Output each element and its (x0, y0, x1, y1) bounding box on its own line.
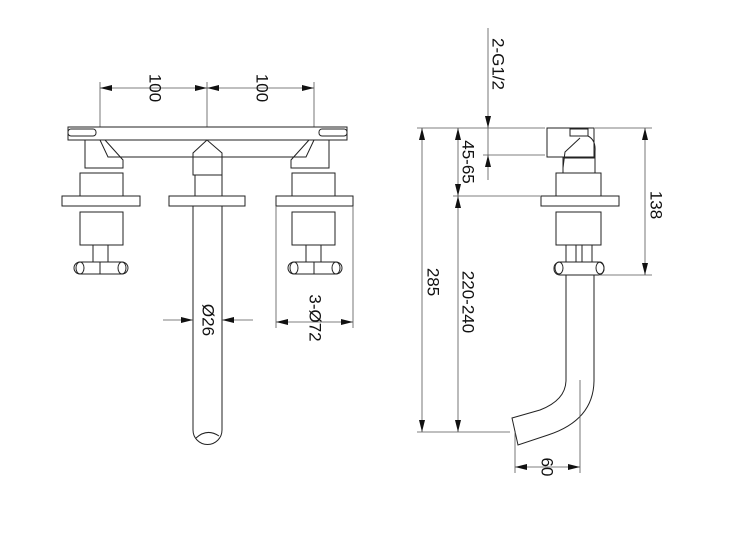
spout-diameter-dimension: Ø26 (163, 304, 253, 336)
left-handle-valve (61, 172, 141, 275)
dim-left-spacing: 100 (146, 74, 165, 102)
spout-front (168, 195, 246, 445)
dim-handle-height: 138 (647, 191, 666, 219)
wall-depth-dimension: 45-65 (455, 128, 478, 196)
escutcheon-diameter-dimension: 3-Ø72 (275, 206, 354, 342)
dim-escutcheon-diameter: 3-Ø72 (306, 294, 325, 341)
inlet-thread-dimension: 2-G1/2 (485, 28, 508, 180)
spout-height-dimension: 220-240 (455, 196, 478, 432)
handle-height-dimension: 138 (595, 127, 666, 276)
dim-wall-depth: 45-65 (459, 140, 478, 183)
faucet-body-side (511, 127, 620, 473)
total-height-dimension: 285 (419, 128, 443, 432)
spacing-dimension: 100 100 (99, 74, 315, 140)
dim-spout-reach: 60 (538, 458, 557, 477)
front-view: 100 100 (61, 74, 354, 445)
dim-spout-height: 220-240 (459, 271, 478, 333)
dim-right-spacing: 100 (253, 74, 272, 102)
spout-reach-dimension: 60 (515, 458, 580, 477)
side-view: 285 45-65 220-240 2-G1/2 (417, 28, 666, 476)
dim-spout-diameter: Ø26 (199, 304, 218, 336)
dim-total-height: 285 (424, 268, 443, 296)
dim-inlet-thread: 2-G1/2 (489, 38, 508, 90)
faucet-body-front (67, 126, 348, 197)
right-handle-valve (275, 172, 354, 275)
